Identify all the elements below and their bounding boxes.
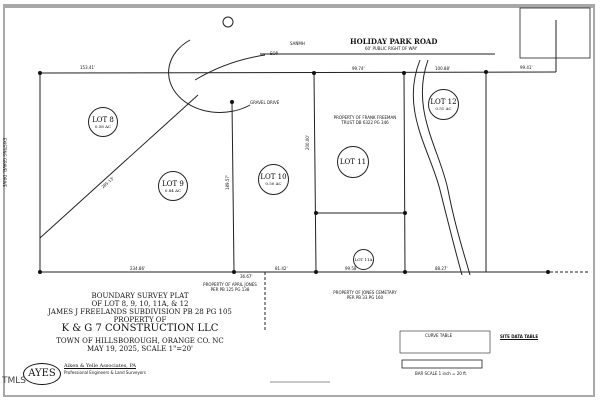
lot-area: 0.58 AC	[94, 123, 112, 129]
site-data-title: SITE DATA TABLE	[500, 334, 539, 339]
road-name: HOLIDAY PARK ROAD	[350, 37, 438, 46]
firm-logo: AYES	[23, 363, 61, 385]
lot-label: LOT 10	[260, 173, 287, 181]
lot-area: 0.84 AC	[164, 187, 182, 193]
distance-label: 99.41'	[520, 65, 533, 70]
lot-label: LOT 12	[430, 98, 457, 106]
creek	[412, 59, 463, 276]
distance-label: 99.58'	[345, 266, 358, 271]
title-owner: K & G 7 CONSTRUCTION LLC	[61, 323, 219, 334]
lot-11: LOT 11	[337, 146, 369, 178]
title-line5: TOWN OF HILLSBOROUGH, ORANGE CO. NC	[56, 337, 224, 345]
lot-label: LOT 11A	[354, 257, 373, 262]
distance-label: 200.00'	[305, 134, 311, 151]
distance-label: 153.41'	[80, 65, 96, 70]
distance-label: 100.88'	[435, 66, 451, 71]
distance-label: 88.27'	[435, 266, 448, 271]
vicinity-map	[519, 7, 591, 59]
curve-table	[399, 330, 491, 354]
distance-label: 189.57'	[225, 174, 231, 191]
title-line6: MAY 19, 2025, SCALE 1"=20'	[87, 345, 193, 353]
distance-label: 81.42'	[275, 266, 288, 271]
eop-curve	[194, 54, 266, 81]
lot-label: LOT 9	[162, 179, 184, 188]
mls-watermark: TMLS	[2, 376, 26, 386]
distance-label: 99.74'	[352, 66, 365, 71]
distance-label: 36.67'	[240, 274, 253, 279]
existing-gravel-label: EXISTING GRAVEL DRIVE	[2, 137, 8, 188]
lot9-10-line	[231, 101, 235, 273]
title-line2: OF LOT 8, 9, 10, 11A, & 12	[91, 300, 189, 308]
lot11-12-line	[403, 72, 406, 273]
bar-scale	[401, 359, 483, 369]
distance-label: 234.86'	[130, 266, 146, 271]
title-line3: JAMES J FREELANDS SUBDIVISION PB 28 PG 1…	[48, 308, 232, 316]
cul-de-sac	[168, 39, 251, 113]
title-line4: PROPERTY OF	[113, 316, 167, 324]
bar-scale-label: BAR SCALE 1 inch = 20 ft.	[415, 371, 468, 376]
lot-area: 0.51 AC	[435, 106, 452, 111]
road-row: 60' PUBLIC RIGHT OF WAY	[365, 46, 418, 51]
freeman-property: PROPERTY OF FRANK FREEMAN TRUST DB 6322 …	[333, 115, 397, 125]
lot-label: LOT 11	[339, 158, 367, 166]
lot8-9-line	[39, 94, 199, 239]
firm-subtitle: Professional Engineers & Land Surveyors	[64, 370, 146, 375]
sanmh-label: SANMH	[290, 41, 305, 46]
creek-bank	[421, 59, 471, 276]
lot-area: 0.50 AC	[265, 181, 282, 186]
lot-11a: LOT 11A	[353, 249, 374, 270]
boundary-top	[39, 71, 557, 74]
gravel-drive-label: GRAVEL DRIVE	[250, 100, 280, 105]
lot10-11-line	[313, 72, 317, 273]
title-line1: BOUNDARY SURVEY PLAT	[91, 292, 189, 300]
april-jones-property: PROPERTY OF APRIL JONES PER PB 125 PG 13…	[203, 282, 257, 292]
eop-label: EOP	[270, 51, 279, 56]
jones-cemetery-property: PROPERTY OF JONES CEMETARY PER PB 33 PG …	[333, 290, 397, 300]
curve-table-title: CURVE TABLE	[425, 333, 453, 338]
lot-label: LOT 8	[92, 115, 114, 124]
firm-name: Aiken & Yelle Associates, PA	[64, 363, 136, 369]
drawing-frame	[3, 4, 595, 397]
